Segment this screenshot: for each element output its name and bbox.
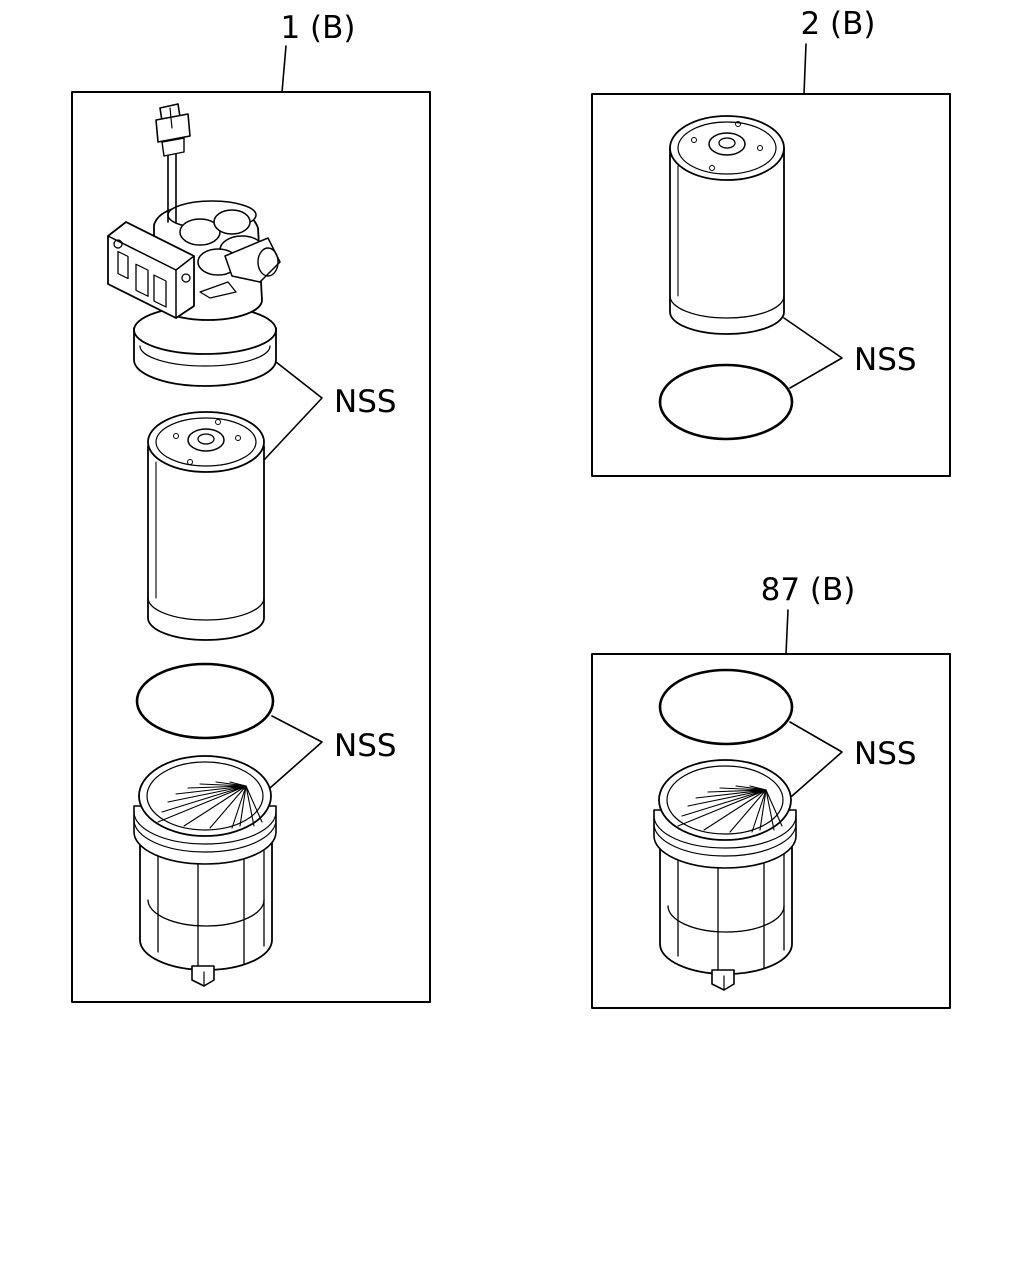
nss-leader-upper [263,361,323,461]
o-ring-2 [658,363,794,441]
group-1-label: 1 (B) [280,10,355,46]
nss-label-upper: NSS [334,384,397,420]
group-87-label: 87 (B) [761,572,856,608]
group-87-leader [785,609,789,655]
group-2-leader [803,43,807,95]
nss-label-2: NSS [854,342,917,378]
nss-label-lower: NSS [334,728,397,764]
group-1-assembly: 1 (B) [71,10,431,1003]
filter-cartridge [147,411,265,641]
filter-cartridge-2 [669,115,785,335]
group-2-label: 2 (B) [800,6,875,42]
filter-bowl-87 [653,759,797,991]
nss-leader-lower [269,715,323,789]
nss-leader-87 [789,721,843,797]
o-ring-87 [658,668,794,746]
group-2-frame [591,93,951,477]
group-87-frame [591,653,951,1009]
o-ring-1 [135,662,275,740]
nss-leader-2 [783,317,843,389]
filter-head [107,103,281,387]
group-87-assembly: 87 (B) NSS [591,572,951,1009]
nss-label-87: NSS [854,736,917,772]
group-1-leader [281,45,287,93]
filter-bowl [133,755,277,987]
group-2-assembly: 2 (B) NSS [591,6,951,477]
group-1-frame [71,91,431,1003]
